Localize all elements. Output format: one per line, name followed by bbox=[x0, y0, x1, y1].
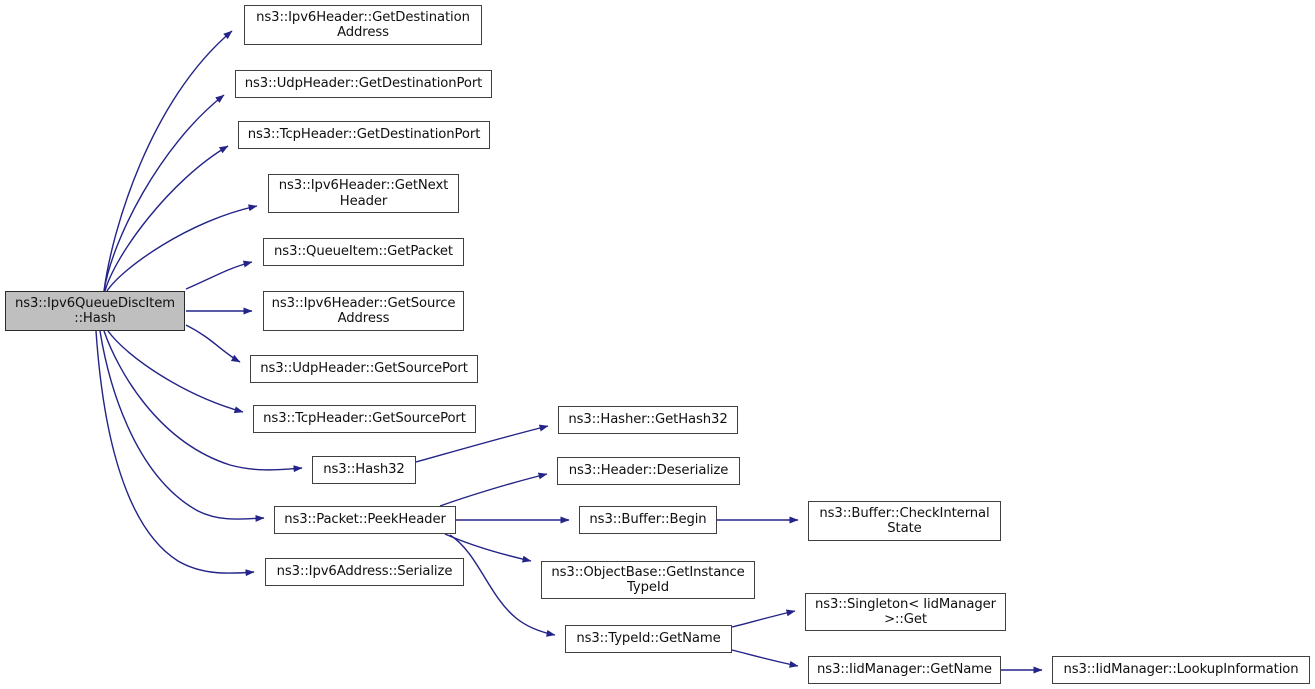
graph-node-tcpsrc[interactable]: ns3::TcpHeader::GetSourcePort bbox=[253, 405, 476, 433]
graph-edge-peekheader-to-objbase bbox=[444, 533, 532, 563]
graph-edge-root-to-peekheader bbox=[99, 330, 265, 522]
graph-node-ip6ser[interactable]: ns3::Ipv6Address::Serialize bbox=[265, 558, 464, 586]
graph-node-tcpdst[interactable]: ns3::TcpHeader::GetDestinationPort bbox=[238, 121, 490, 149]
graph-edge-peekheader-to-tidgetname bbox=[449, 534, 556, 637]
graph-node-hashergh32[interactable]: ns3::Hasher::GetHash32 bbox=[558, 406, 738, 434]
graph-edge-root-to-udpsrc bbox=[185, 324, 241, 363]
graph-edge-root-to-tcpdst bbox=[104, 145, 229, 292]
graph-edge-root-to-qipacket bbox=[185, 260, 253, 290]
graph-node-udpsrc[interactable]: ns3::UdpHeader::GetSourcePort bbox=[250, 355, 478, 383]
graph-node-objbase[interactable]: ns3::ObjectBase::GetInstance TypeId bbox=[541, 561, 755, 599]
graph-edge-tidgetname-to-iidgetname bbox=[731, 649, 799, 668]
graph-node-iidlookup[interactable]: ns3::IidManager::LookupInformation bbox=[1052, 656, 1310, 684]
graph-edge-tidgetname-to-singleton bbox=[731, 609, 796, 628]
graph-node-hdrdeser[interactable]: ns3::Header::Deserialize bbox=[557, 457, 740, 485]
graph-node-bufcheck[interactable]: ns3::Buffer::CheckInternal State bbox=[808, 501, 1001, 541]
graph-node-bufbegin[interactable]: ns3::Buffer::Begin bbox=[579, 506, 717, 534]
graph-node-peekheader[interactable]: ns3::Packet::PeekHeader bbox=[274, 506, 456, 534]
graph-node-root[interactable]: ns3::Ipv6QueueDiscItem ::Hash bbox=[5, 291, 185, 331]
graph-edge-root-to-ip6dst bbox=[103, 30, 233, 292]
graph-node-qipacket[interactable]: ns3::QueueItem::GetPacket bbox=[263, 238, 464, 266]
graph-node-hash32[interactable]: ns3::Hash32 bbox=[312, 456, 416, 484]
graph-node-ip6next[interactable]: ns3::Ipv6Header::GetNext Header bbox=[268, 174, 459, 213]
graph-node-ip6src[interactable]: ns3::Ipv6Header::GetSource Address bbox=[263, 291, 464, 331]
graph-node-singleton[interactable]: ns3::Singleton< IidManager >::Get bbox=[805, 593, 1006, 631]
graph-edge-root-to-udpdst bbox=[103, 94, 225, 292]
graph-edge-peekheader-to-hdrdeser bbox=[439, 472, 548, 507]
graph-node-udpdst[interactable]: ns3::UdpHeader::GetDestinationPort bbox=[235, 70, 492, 98]
graph-edge-root-to-ip6ser bbox=[95, 330, 255, 577]
graph-edge-root-to-tcpsrc bbox=[107, 330, 244, 414]
graph-node-tidgetname[interactable]: ns3::TypeId::GetName bbox=[565, 625, 732, 653]
graph-node-iidgetname[interactable]: ns3::IidManager::GetName bbox=[808, 656, 1001, 684]
graph-node-ip6dst[interactable]: ns3::Ipv6Header::GetDestination Address bbox=[244, 5, 482, 45]
graph-edge-root-to-hash32 bbox=[103, 330, 303, 473]
graph-edge-root-to-ip6next bbox=[106, 204, 258, 292]
